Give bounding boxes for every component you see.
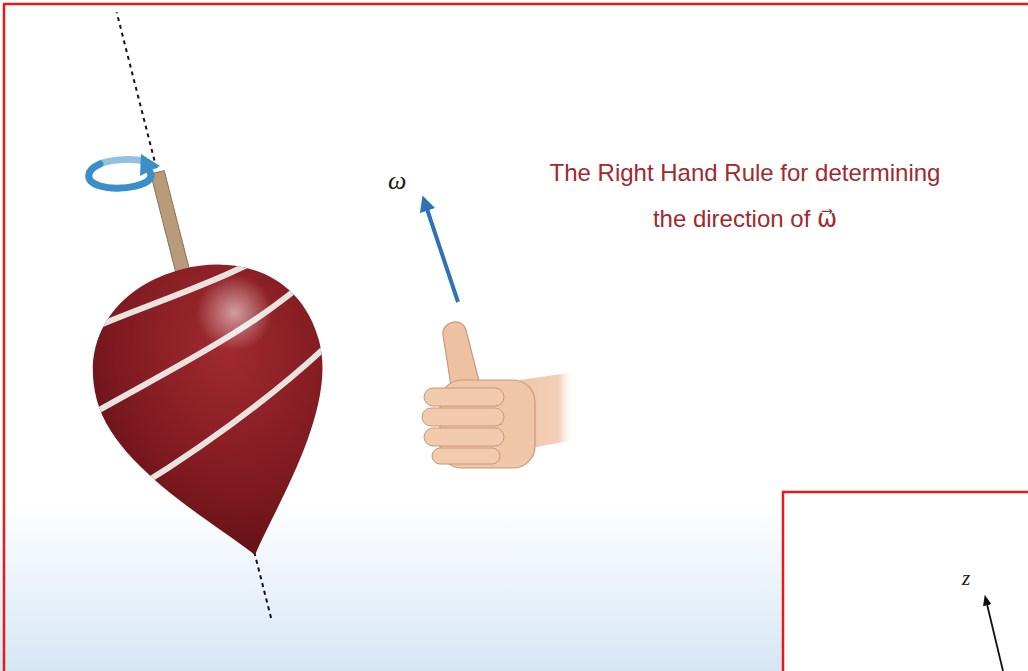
top-stripes bbox=[55, 232, 360, 505]
top-highlight bbox=[188, 266, 280, 358]
vector-label: z bbox=[962, 566, 970, 591]
diagram-title: The Right Hand Rule for determining the … bbox=[545, 150, 945, 242]
z-axis bbox=[986, 600, 1003, 671]
inset-frame bbox=[783, 492, 1028, 671]
omega-vector bbox=[425, 203, 458, 302]
top-stem bbox=[151, 171, 191, 276]
vector-label: ω⃗ bbox=[388, 166, 427, 196]
top-body bbox=[71, 241, 367, 584]
rotation-arrow bbox=[89, 154, 160, 188]
right-hand bbox=[422, 322, 575, 468]
spinning-top bbox=[0, 0, 397, 650]
